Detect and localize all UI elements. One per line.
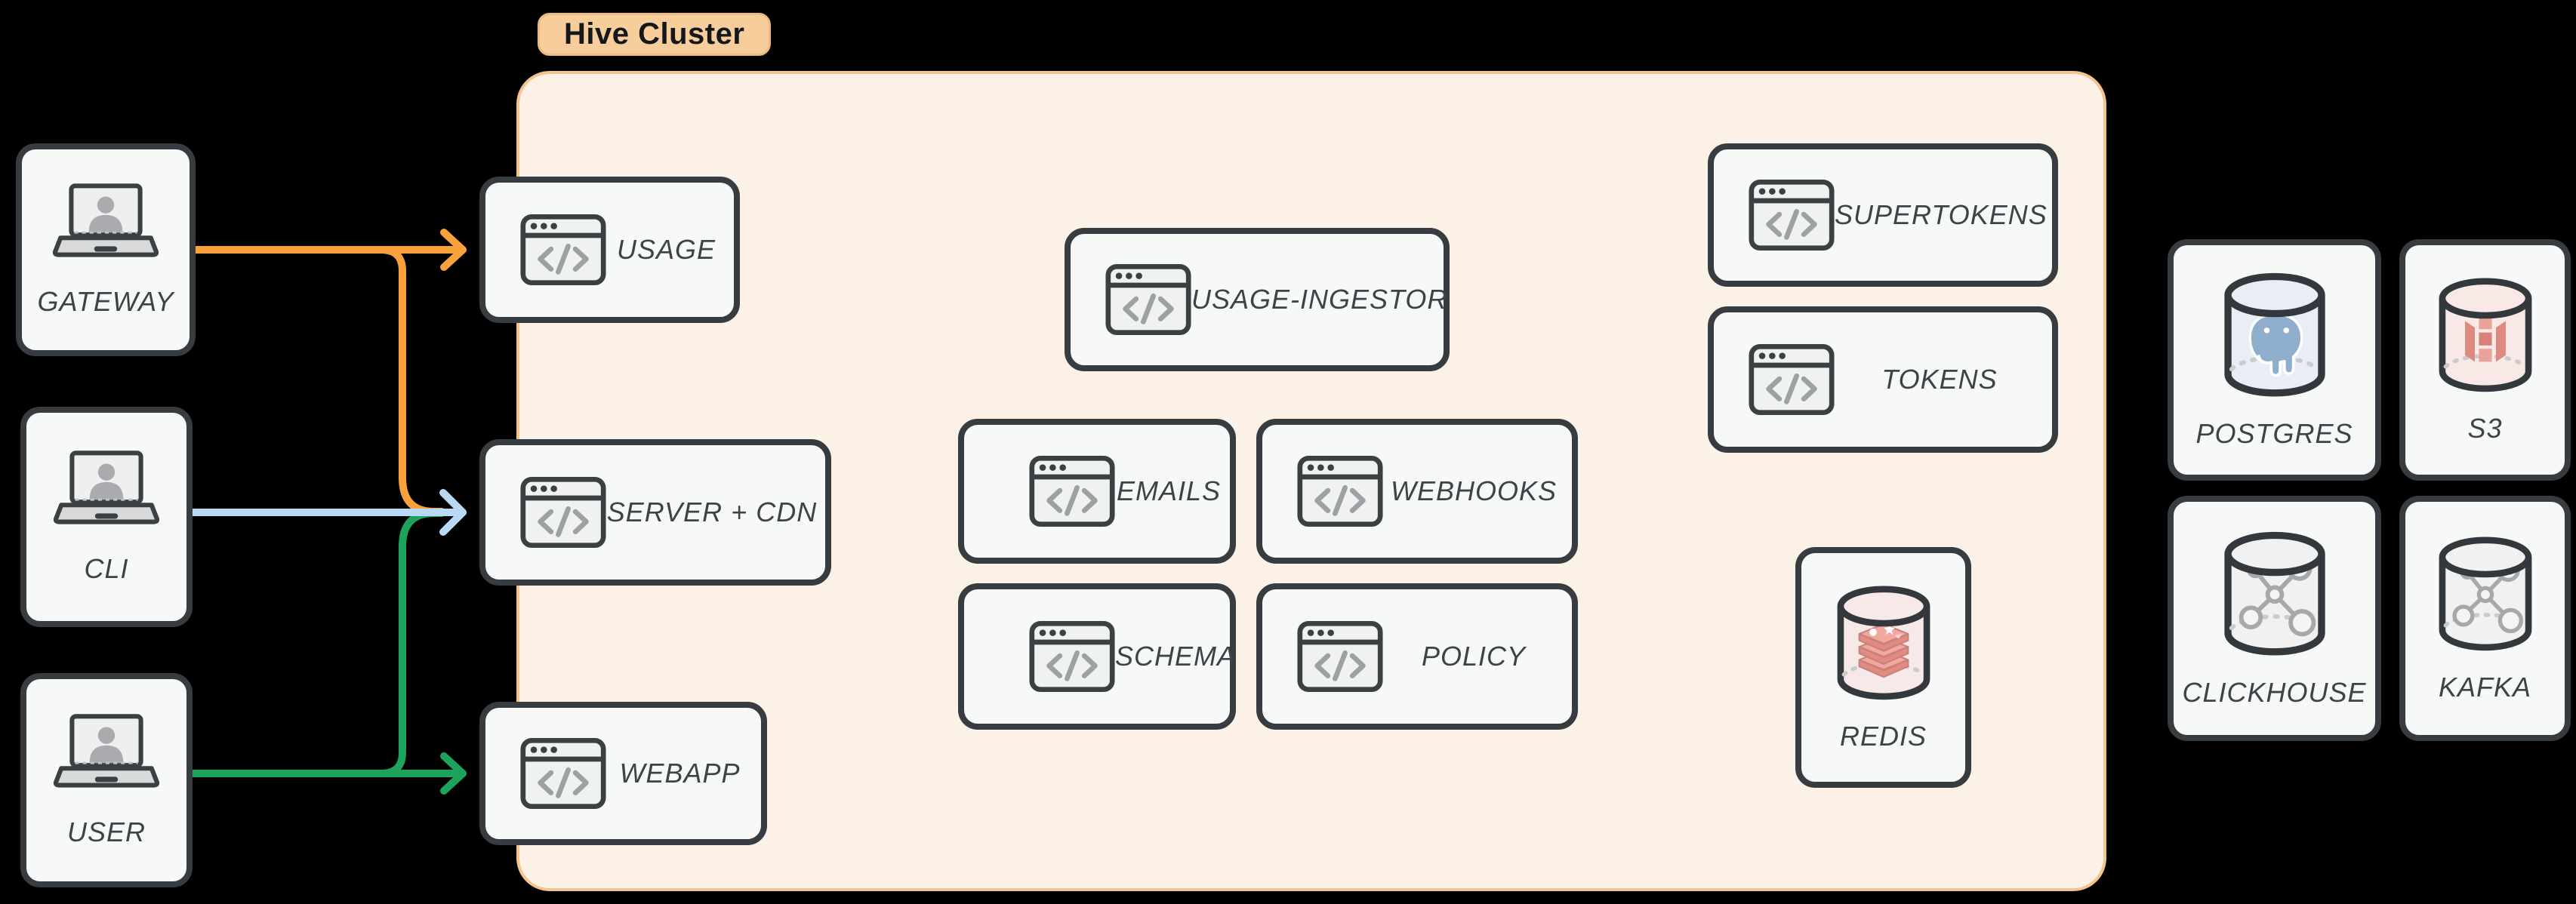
node-s3-label: S3: [2467, 413, 2503, 444]
node-server-cdn-label: SERVER + CDN: [606, 497, 818, 527]
kafka-database-icon: [2433, 534, 2538, 656]
node-emails: EMAILS: [958, 419, 1236, 564]
node-cli-label: CLI: [84, 553, 129, 584]
node-clickhouse: CLICKHOUSE: [2168, 496, 2381, 741]
s3-database-icon: [2433, 275, 2538, 398]
node-server-cdn: SERVER + CDN: [479, 439, 831, 586]
node-webhooks-label: WEBHOOKS: [1390, 475, 1558, 506]
node-clickhouse-label: CLICKHOUSE: [2182, 676, 2367, 708]
node-supertokens-label: SUPERTOKENS: [1835, 199, 2048, 230]
node-tokens-label: TOKENS: [1881, 364, 1998, 395]
node-user-label: USER: [66, 816, 146, 847]
node-redis-label: REDIS: [1839, 720, 1927, 752]
node-usage: USAGE: [479, 177, 740, 323]
laptop-user-icon: [49, 449, 164, 533]
node-emails-label: EMAILS: [1116, 475, 1222, 506]
code-window-icon: [1029, 620, 1115, 693]
node-postgres: POSTGRES: [2168, 239, 2381, 481]
node-cli: CLI: [20, 407, 193, 627]
node-gateway: GATEWAY: [16, 143, 196, 356]
node-usage-label: USAGE: [616, 234, 716, 265]
clickhouse-database-icon: [2217, 529, 2332, 662]
node-webapp-label: WEBAPP: [619, 758, 741, 789]
node-kafka: KAFKA: [2399, 496, 2571, 741]
postgres-database-icon: [2217, 270, 2332, 403]
edge-gateway-server-cdn: [377, 246, 445, 515]
laptop-user-icon: [48, 182, 163, 266]
code-window-icon: [520, 737, 606, 810]
node-postgres-label: POSTGRES: [2195, 418, 2353, 449]
node-usage-ingestor: USAGE-INGESTOR: [1065, 228, 1450, 371]
code-window-icon: [520, 476, 606, 549]
code-window-icon: [520, 214, 606, 286]
node-schema-label: SCHEMA: [1115, 641, 1237, 672]
node-policy-label: POLICY: [1421, 641, 1527, 672]
code-window-icon: [1297, 455, 1383, 527]
code-window-icon: [1297, 620, 1383, 693]
node-user: USER: [20, 673, 193, 887]
node-supertokens: SUPERTOKENS: [1708, 143, 2058, 287]
cluster-label-text: Hive Cluster: [564, 17, 745, 51]
code-window-icon: [1749, 179, 1835, 251]
edge-user-webapp-arrowhead: [440, 752, 467, 795]
redis-database-icon: [1831, 583, 1937, 706]
code-window-icon: [1029, 455, 1115, 527]
node-schema: SCHEMA: [958, 583, 1236, 730]
code-window-icon: [1749, 343, 1835, 416]
edge-gateway-usage-arrowhead: [440, 229, 467, 271]
node-webhooks: WEBHOOKS: [1256, 419, 1578, 564]
node-redis: REDIS: [1795, 547, 1971, 788]
code-window-icon: [1105, 263, 1191, 336]
cluster-label: Hive Cluster: [538, 13, 772, 56]
node-gateway-label: GATEWAY: [37, 286, 174, 317]
node-usage-ingestor-label: USAGE-INGESTOR: [1191, 284, 1448, 315]
node-kafka-label: KAFKA: [2438, 671, 2532, 703]
edge-cli-server-cdn-arrowhead: [439, 489, 467, 536]
node-s3: S3: [2399, 239, 2571, 481]
node-policy: POLICY: [1256, 583, 1578, 730]
node-webapp: WEBAPP: [479, 702, 767, 845]
laptop-user-icon: [49, 712, 164, 797]
node-tokens: TOKENS: [1708, 306, 2058, 453]
edge-user-server-cdn: [377, 509, 445, 777]
